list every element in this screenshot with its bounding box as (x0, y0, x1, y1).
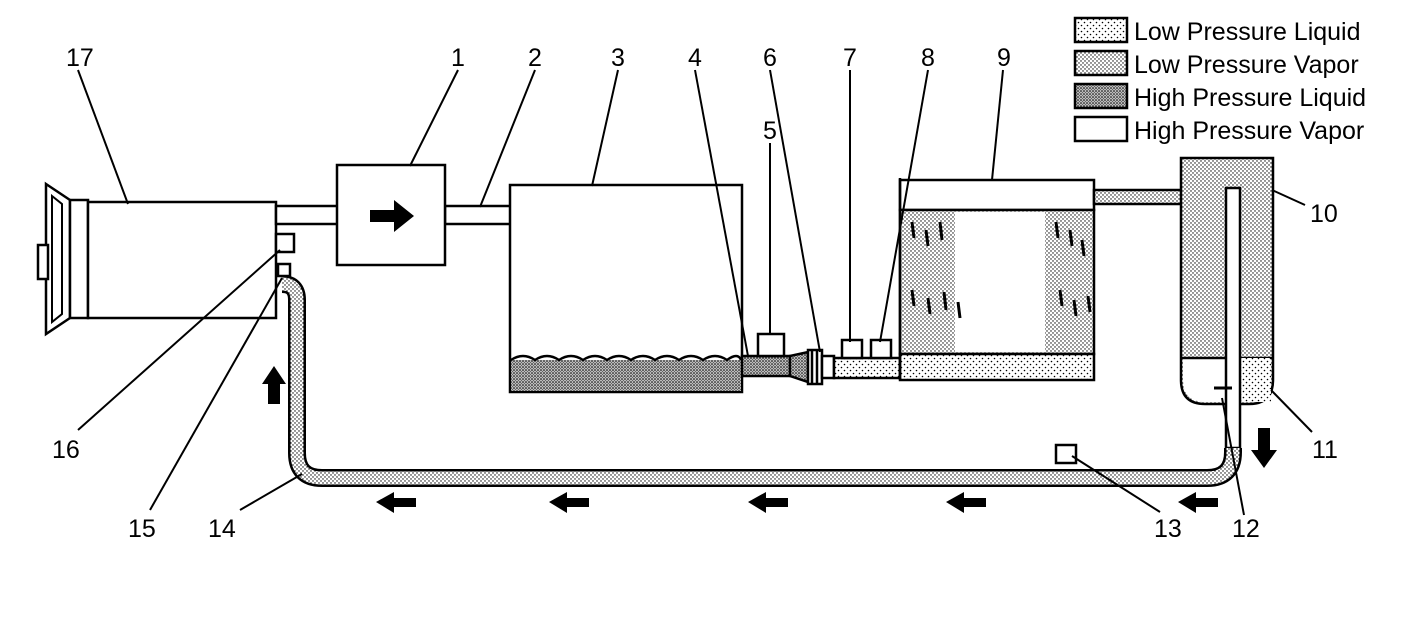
low-pressure-switch-13 (1054, 443, 1078, 465)
callout-15: 15 (128, 515, 156, 543)
liquid-line (740, 332, 902, 386)
callout-17: 17 (66, 44, 94, 72)
legend-swatch-low-pressure-liquid (1073, 16, 1129, 44)
condenser (508, 183, 744, 394)
arrow-left-icon (748, 492, 788, 513)
callout-3: 3 (611, 44, 625, 72)
arrow-down-icon (1251, 428, 1277, 468)
compressor-pulley (44, 181, 72, 337)
legend-label: High Pressure Liquid (1134, 84, 1366, 112)
compressor-port-16 (274, 232, 296, 254)
arrow-left-icon (549, 492, 589, 513)
orifice-fitting-6 (806, 348, 824, 386)
callout-8: 8 (921, 44, 935, 72)
callout-1: 1 (451, 44, 465, 72)
callout-9: 9 (997, 44, 1011, 72)
pressure-switch-5 (756, 332, 786, 358)
legend: Low Pressure Liquid Low Pressure Vapor H… (1073, 16, 1366, 145)
flow-arrow-right-icon (370, 200, 414, 232)
leader-lines (77, 69, 1313, 516)
sensor-8 (869, 338, 893, 360)
suction-line (281, 275, 1242, 487)
callout-16: 16 (52, 436, 80, 464)
callout-12: 12 (1232, 515, 1260, 543)
arrow-up-icon (262, 366, 286, 404)
compressor-body (86, 200, 278, 320)
callout-5: 5 (763, 117, 777, 145)
legend-label: Low Pressure Liquid (1134, 18, 1361, 46)
callout-13: 13 (1154, 515, 1182, 543)
evaporator (898, 178, 1214, 382)
callout-7: 7 (843, 44, 857, 72)
compressor (36, 181, 296, 337)
legend-swatch-high-pressure-vapor (1073, 115, 1129, 143)
arrow-left-icon (946, 492, 986, 513)
muffler (335, 163, 447, 267)
arrow-left-icon (1178, 492, 1218, 513)
accumulator-pickup-tube (1224, 186, 1242, 450)
callout-10: 10 (1310, 200, 1338, 228)
callout-11: 11 (1312, 436, 1338, 464)
compressor-pulley-groove (51, 193, 63, 325)
compressor-hub (36, 243, 50, 281)
sensor-7 (840, 338, 864, 360)
legend-swatch-low-pressure-vapor (1073, 49, 1129, 77)
compressor-clutch (68, 198, 90, 320)
callout-2: 2 (528, 44, 542, 72)
callout-6: 6 (763, 44, 777, 72)
accumulator (1179, 156, 1275, 450)
flow-arrows (262, 366, 1277, 513)
legend-label: High Pressure Vapor (1134, 117, 1364, 145)
legend-swatch-high-pressure-liquid (1073, 82, 1129, 110)
compressor-port-15 (276, 262, 292, 278)
callout-labels: 17 1 2 3 4 5 6 7 8 9 10 11 12 13 14 15 1… (52, 44, 1338, 543)
discharge-line (274, 204, 513, 226)
callout-4: 4 (688, 44, 702, 72)
callout-14: 14 (208, 515, 236, 543)
legend-label: Low Pressure Vapor (1134, 51, 1359, 79)
arrow-left-icon (376, 492, 416, 513)
